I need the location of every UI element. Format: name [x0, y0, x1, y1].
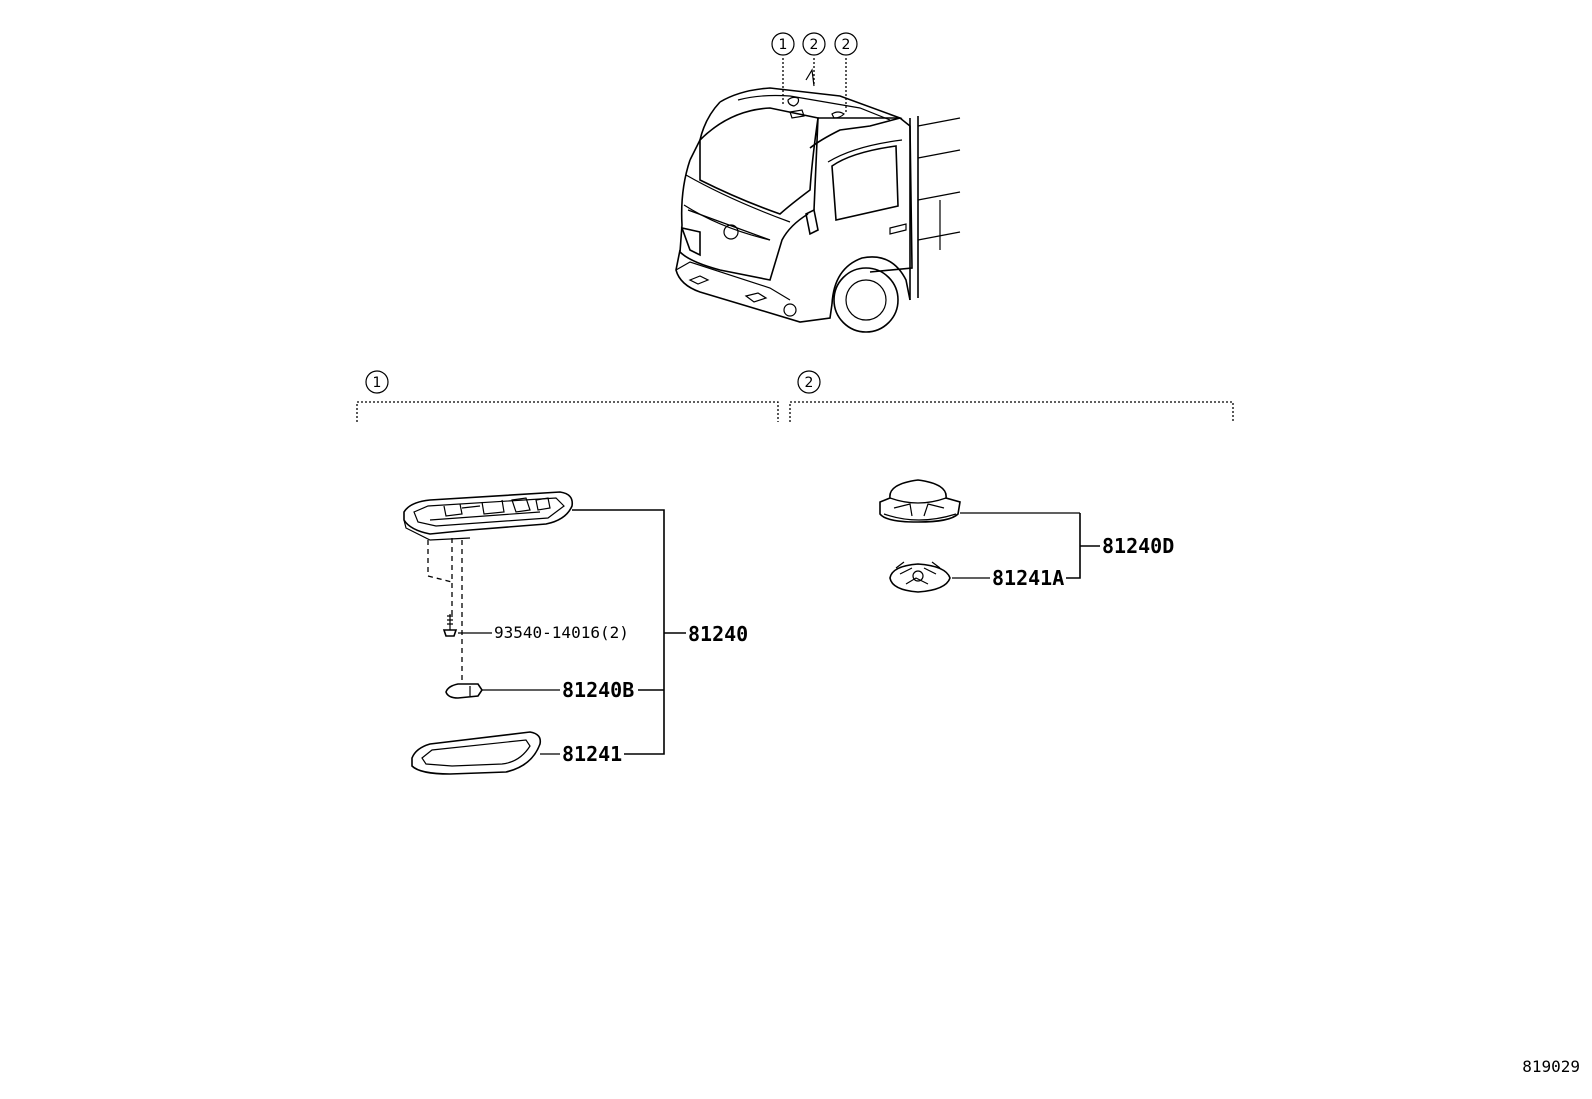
part-label-screw: 93540-14016(2)	[494, 623, 629, 642]
lens-drawing	[411, 731, 542, 775]
part-label-bulb: 81240B	[562, 678, 634, 702]
dome-lens-drawing	[889, 561, 951, 593]
part-label-lamp-assy: 81240	[688, 622, 748, 646]
callout-2b: 2	[842, 37, 851, 53]
part-label-lamp-assy-2: 81240D	[1102, 534, 1174, 558]
group-marker-1: 1	[373, 375, 382, 391]
group-bracket-1: 1	[356, 370, 779, 422]
callout-1: 1	[779, 37, 788, 53]
group-marker-2: 2	[805, 375, 814, 391]
figure-id: 819029	[1522, 1057, 1580, 1076]
part-label-lens: 81241	[562, 742, 622, 766]
callout-2a: 2	[810, 37, 819, 53]
lamp-housing-drawing	[403, 491, 574, 541]
dome-lamp-drawing	[879, 479, 961, 523]
group-bracket-2: 2	[789, 370, 1234, 422]
vehicle-callouts: 1 2 2	[771, 32, 858, 56]
truck-illustration	[675, 58, 961, 333]
bulb-drawing	[445, 683, 483, 699]
part-label-lens-2: 81241A	[992, 566, 1064, 590]
screw-drawing	[442, 614, 458, 637]
